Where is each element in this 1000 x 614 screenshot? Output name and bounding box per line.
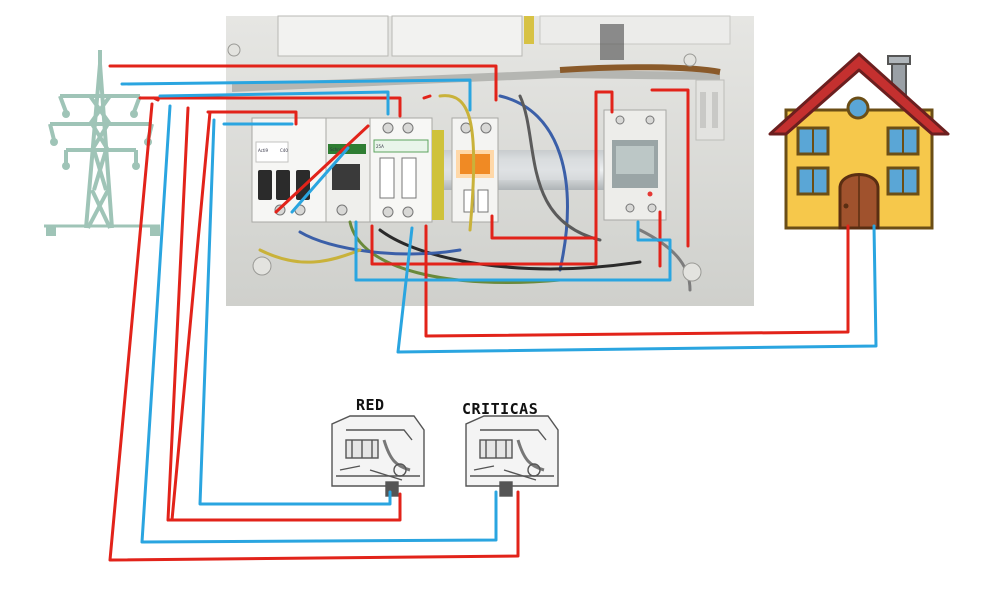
mount-screws bbox=[227, 43, 702, 282]
diff-brand: Schneider bbox=[330, 147, 350, 152]
inverter-red bbox=[331, 415, 425, 497]
panel-divider bbox=[232, 70, 720, 92]
wire-blue-diag bbox=[290, 146, 350, 214]
brown-cable-top bbox=[559, 64, 721, 75]
energy-meter bbox=[603, 109, 667, 221]
wire-red-panel-loop bbox=[370, 90, 614, 266]
inverter-icon bbox=[331, 415, 559, 497]
inverter-criticas bbox=[465, 415, 559, 497]
differential-breaker: Schneider bbox=[325, 117, 371, 223]
transmission-tower-icon bbox=[44, 50, 160, 229]
wire-tower-top-blue bbox=[120, 78, 472, 112]
wire-red-cross bbox=[422, 94, 432, 100]
main-breaker-block: Acti9 C40 bbox=[251, 117, 327, 223]
wires-phase bbox=[108, 64, 850, 562]
wire-inner-red-1 bbox=[138, 96, 402, 118]
wires-neutral bbox=[120, 78, 878, 544]
wire-red-meter-right bbox=[650, 88, 690, 248]
wire-red-orange-loop bbox=[490, 214, 596, 240]
schneider-rating: 25A bbox=[376, 144, 384, 149]
wire-red-inner-vertical bbox=[166, 106, 402, 522]
electrical-panel: Acti9 C40 Schneider 25A bbox=[226, 15, 754, 306]
wire-red-long-left bbox=[152, 96, 160, 102]
wire-tower-top-red bbox=[108, 64, 498, 102]
breaker-rating: C40 bbox=[280, 148, 288, 153]
top-row-breakers bbox=[277, 15, 731, 60]
house-icon bbox=[768, 52, 950, 230]
label-criticas: CRITICAS bbox=[462, 400, 538, 418]
wire-red-vertical-left-inner bbox=[170, 110, 212, 522]
breaker-brand: Acti9 bbox=[258, 148, 269, 153]
wire-red-diag bbox=[274, 124, 370, 214]
wire-blue-long bbox=[140, 104, 498, 544]
earth-terminal-strip bbox=[432, 130, 444, 220]
wire-inner-red-2 bbox=[206, 110, 298, 126]
wire-blue-panel-loop bbox=[354, 220, 672, 282]
wire-blue-to-house bbox=[396, 224, 878, 354]
label-red: RED bbox=[356, 396, 385, 414]
schneider-breaker: 25A bbox=[369, 117, 433, 223]
wire-red-to-bottom bbox=[108, 102, 520, 562]
tower-insulators bbox=[46, 110, 160, 236]
wire-blue-inner-vertical bbox=[198, 118, 392, 506]
wire-blue-inner-1 bbox=[158, 90, 390, 116]
